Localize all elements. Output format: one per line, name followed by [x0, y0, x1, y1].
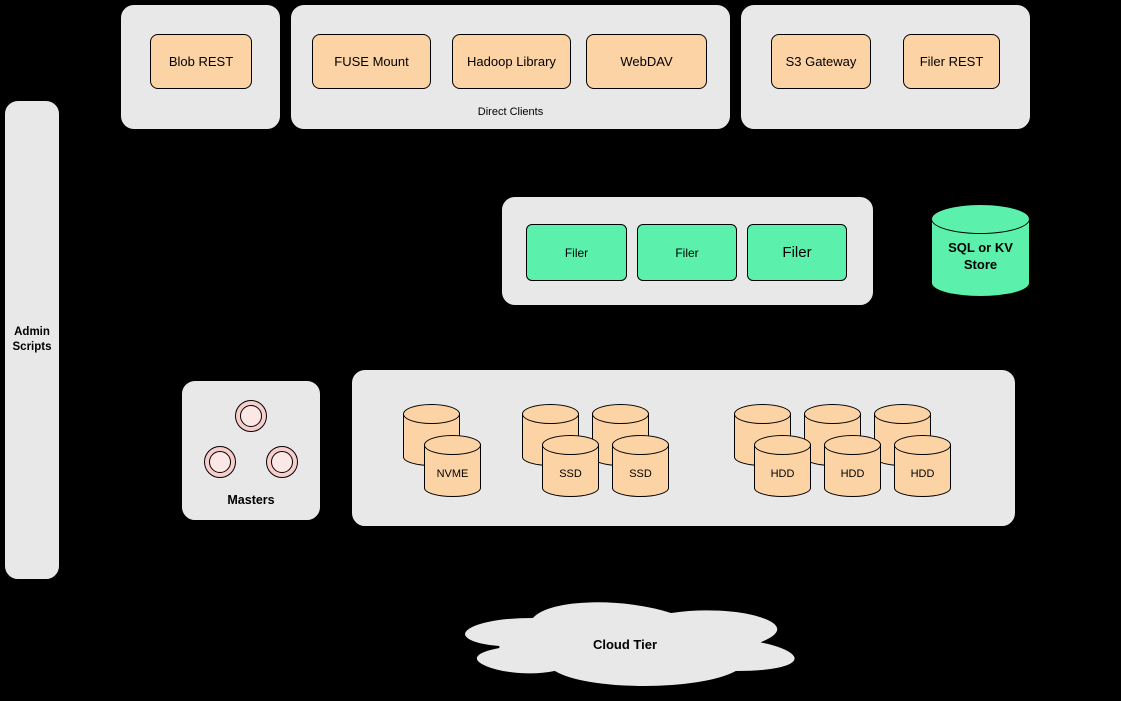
sql-kv-store-cylinder-icon: SQL or KV Store [931, 204, 1030, 297]
blob-rest-group: Blob REST [120, 4, 281, 130]
admin-scripts-label: Admin Scripts [12, 326, 52, 353]
ssd-label-2: SSD [629, 468, 652, 480]
blob-rest-node: Blob REST [150, 34, 252, 89]
fuse-mount-label: FUSE Mount [334, 54, 409, 69]
volume-servers-group: NVME SSD SSD HDD HDD HDD [351, 369, 1016, 527]
fuse-mount-node: FUSE Mount [312, 34, 431, 89]
blob-rest-label: Blob REST [168, 54, 234, 69]
hdd-cylinder-icon: HDD [824, 435, 881, 497]
sql-kv-store-label: SQL or KV Store [948, 240, 1013, 272]
hdd-cylinder-icon: HDD [894, 435, 951, 497]
filer-node-2: Filer [637, 224, 737, 281]
cloud-tier-shape: Cloud Tier [438, 590, 812, 694]
master-node-icon [204, 446, 236, 478]
filer-group: Filer Filer Filer [501, 196, 874, 306]
ssd-cylinder-icon: SSD [542, 435, 599, 497]
filer-label-1: Filer [564, 245, 589, 260]
filer-rest-label: Filer REST [919, 54, 984, 69]
filer-rest-node: Filer REST [903, 34, 1000, 89]
admin-scripts-panel: Admin Scripts [4, 100, 60, 580]
ssd-cylinder-icon: SSD [612, 435, 669, 497]
ssd-label-1: SSD [559, 468, 582, 480]
master-node-icon [266, 446, 298, 478]
filer-node-3: Filer [747, 224, 847, 281]
hdd-cylinder-icon: HDD [754, 435, 811, 497]
cloud-tier-label: Cloud Tier [592, 636, 658, 652]
direct-clients-caption: Direct Clients [477, 106, 544, 118]
s3-gateway-node: S3 Gateway [771, 34, 871, 89]
webdav-node: WebDAV [586, 34, 707, 89]
hadoop-library-label: Hadoop Library [467, 54, 556, 69]
nvme-label: NVME [436, 468, 469, 480]
s3-gateway-label: S3 Gateway [785, 54, 857, 69]
masters-label: Masters [227, 493, 275, 507]
masters-group: Masters [181, 380, 321, 521]
filer-node-1: Filer [526, 224, 627, 281]
gateway-group: S3 Gateway Filer REST [740, 4, 1031, 130]
filer-label-3: Filer [782, 244, 812, 261]
master-node-icon [235, 400, 267, 432]
direct-clients-group: FUSE Mount Hadoop Library WebDAV Direct … [290, 4, 731, 130]
hdd-label-3: HDD [910, 468, 935, 480]
filer-label-2: Filer [675, 245, 699, 260]
hdd-label-2: HDD [840, 468, 865, 480]
webdav-label: WebDAV [620, 54, 673, 69]
hadoop-library-node: Hadoop Library [452, 34, 571, 89]
cloud-icon [463, 600, 797, 688]
nvme-cylinder-icon: NVME [424, 435, 481, 497]
hdd-label-1: HDD [770, 468, 795, 480]
